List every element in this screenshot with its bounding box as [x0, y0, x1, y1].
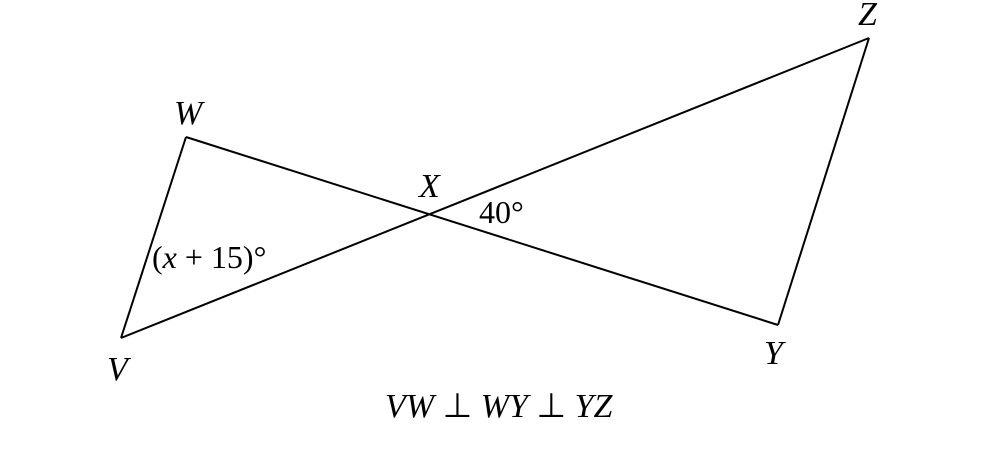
- angle-40-label: 40°: [479, 194, 524, 230]
- label-x: X: [417, 168, 441, 205]
- perpendicular-caption: VW ⊥ WY ⊥ YZ: [385, 388, 613, 425]
- label-v: V: [107, 351, 132, 388]
- segment-wy: [185, 136, 779, 326]
- segment-yz: [777, 37, 870, 326]
- angle-x-plus-15-label: (x + 15)°: [152, 239, 266, 275]
- label-w: W: [174, 95, 205, 132]
- label-z: Z: [858, 0, 878, 33]
- segment-vz: [120, 37, 870, 339]
- segment-vw: [120, 136, 187, 339]
- label-y: Y: [764, 335, 786, 372]
